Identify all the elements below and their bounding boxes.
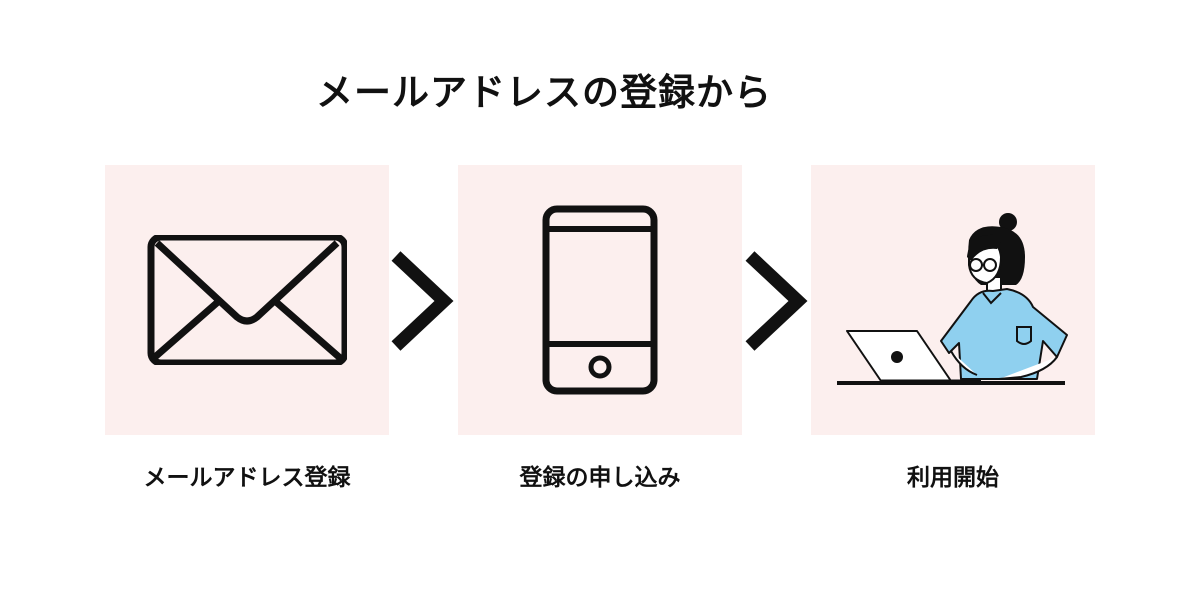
envelope-icon	[147, 235, 347, 365]
step-box-start-using	[811, 165, 1095, 435]
step-box-application	[458, 165, 742, 435]
hair-bun	[999, 213, 1017, 231]
woman-with-laptop-illustration	[837, 213, 1068, 385]
chevron-right-icon	[745, 251, 808, 351]
page-title: メールアドレスの登録から	[316, 71, 772, 114]
smartphone-icon	[542, 205, 658, 395]
step-label-start-using: 利用開始	[907, 465, 999, 491]
step-label-email-registration: メールアドレス登録	[143, 465, 351, 491]
step-box-email	[105, 165, 389, 435]
chevron-right-icon	[391, 251, 454, 351]
step-label-application: 登録の申し込み	[519, 465, 681, 491]
